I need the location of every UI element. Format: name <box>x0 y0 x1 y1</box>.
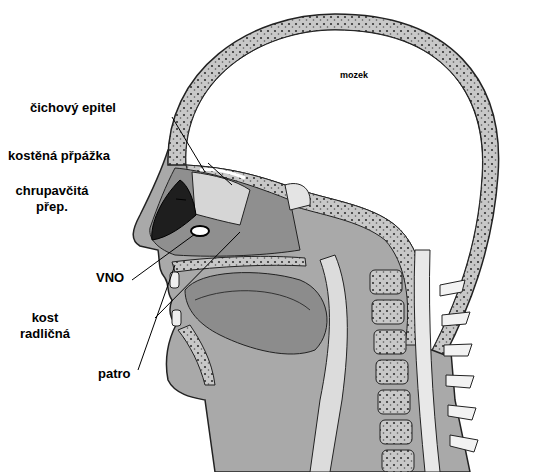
region-label: mozek <box>340 70 400 81</box>
sphenoid-sinus <box>285 184 310 210</box>
part-label: čichový epitel <box>30 100 180 116</box>
part-label: patro <box>98 366 158 382</box>
nasal-cavity <box>150 168 300 256</box>
tongue-line <box>195 291 310 310</box>
spinous-processes <box>440 280 478 452</box>
part-label: chrupavčitá přep. <box>6 183 98 215</box>
tongue <box>185 273 327 354</box>
cartilage-septum <box>152 180 196 240</box>
vertebrae <box>370 270 414 472</box>
pharynx <box>310 255 347 472</box>
palate <box>172 256 306 272</box>
bony-septum <box>192 172 250 225</box>
part-label: kost radličná <box>6 310 84 342</box>
mandible <box>178 325 215 385</box>
part-label: VNO <box>96 270 146 286</box>
part-label: kostěná přpážka <box>8 148 208 164</box>
spinal-cord <box>414 250 440 472</box>
leader-lines <box>132 117 240 370</box>
tooth-lower <box>172 310 181 326</box>
